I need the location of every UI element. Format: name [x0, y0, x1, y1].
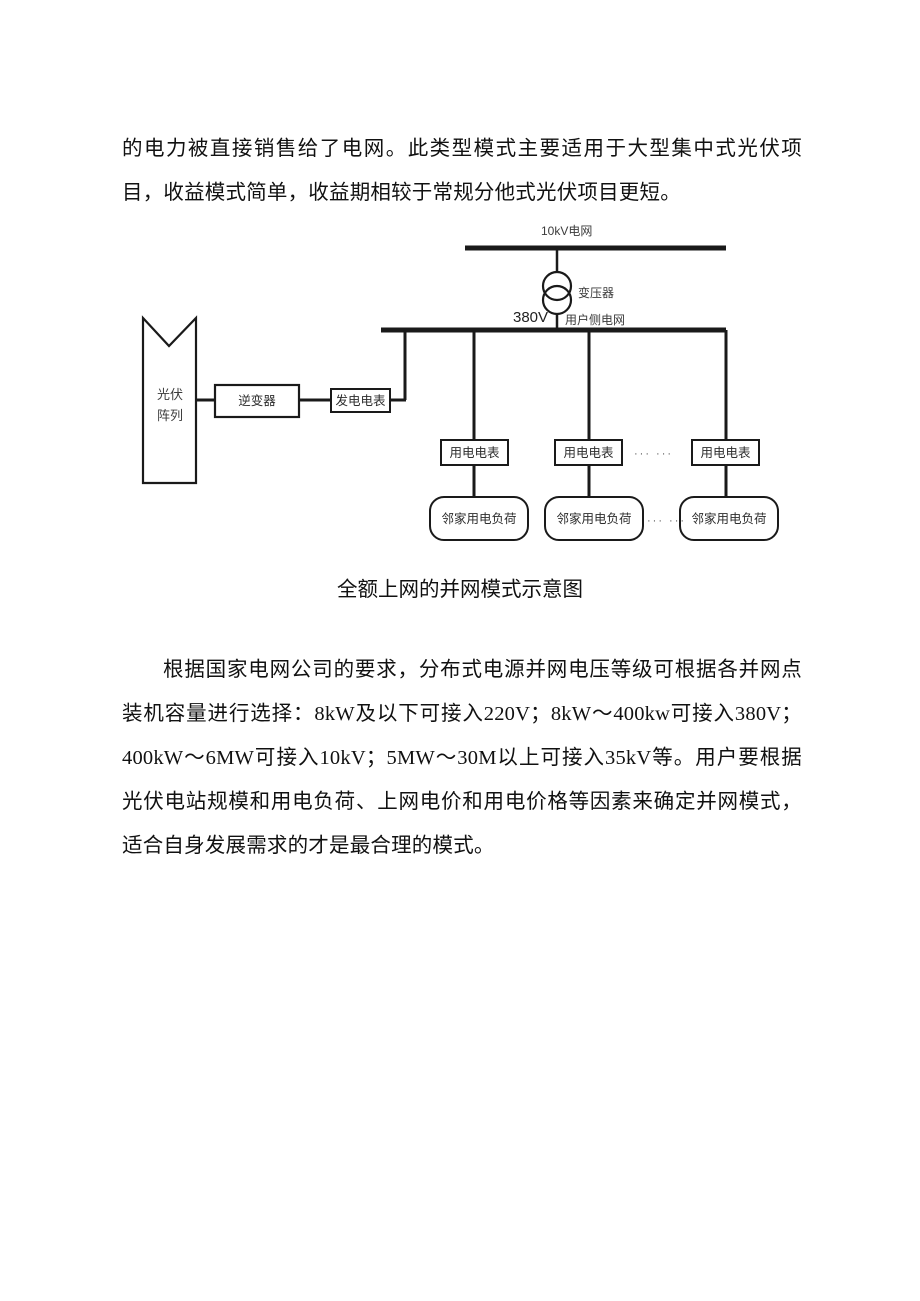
consumption-meter-label-2: 用电电表	[563, 446, 614, 460]
figure-caption: 全额上网的并网模式示意图	[337, 579, 583, 601]
load-label-2: 邻家用电负荷	[556, 512, 632, 526]
meter-row-ellipsis: ··· ···	[634, 448, 674, 460]
generation-meter-box	[330, 388, 391, 413]
load-label-3: 邻家用电负荷	[691, 512, 767, 526]
pv-array-label-line2: 阵列	[156, 408, 183, 423]
lv-voltage-label: 380V	[513, 309, 549, 326]
load-box-1	[429, 496, 529, 541]
diagram-svg	[141, 245, 779, 541]
load-label-1: 邻家用电负荷	[441, 512, 517, 526]
transformer-label: 变压器	[578, 286, 615, 300]
consumption-meter-label-3: 用电电表	[700, 446, 751, 460]
generation-meter-label: 发电电表	[335, 394, 386, 408]
load-box-2	[544, 496, 644, 541]
lv-grid-label: 用户侧电网	[565, 313, 626, 327]
transformer-coil-primary	[541, 270, 573, 302]
inverter-label: 逆变器	[238, 394, 276, 408]
grid-connection-diagram: 10kV电网 变压器 380V 用户侧电网 光伏 阵列 逆变器 发电电表 用电电…	[0, 218, 920, 558]
load-box-3	[679, 496, 779, 541]
consumption-meter-label-1: 用电电表	[449, 446, 500, 460]
hv-grid-label: 10kV电网	[541, 224, 593, 238]
pv-array-label-line1: 光伏	[156, 387, 183, 402]
load-row-ellipsis: ··· ···	[647, 515, 687, 527]
paragraph-top: 的电力被直接销售给了电网。此类型模式主要适用于大型集中式光伏项目，收益模式简单，…	[122, 137, 802, 204]
paragraph-bottom: 根据国家电网公司的要求，分布式电源并网电压等级可根据各并网点装机容量进行选择：8…	[122, 658, 802, 857]
